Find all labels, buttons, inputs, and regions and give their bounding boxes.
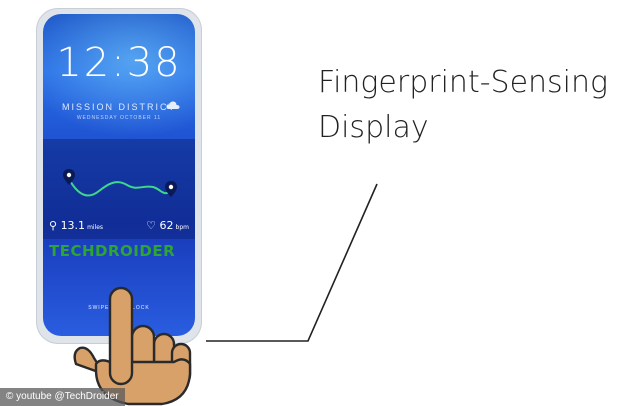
pointing-hand-icon <box>73 286 192 406</box>
route-line <box>68 178 172 197</box>
heart-icon: ♡ <box>146 219 157 232</box>
heart-rate-value: 62 <box>159 219 174 232</box>
screen-glow <box>43 14 195 144</box>
start-pin-icon <box>63 169 75 185</box>
location-label: MISSION DISTRICT <box>61 102 176 112</box>
callout-pointer-line <box>206 183 378 342</box>
callout-label: Fingerprint-Sensing Display <box>318 60 608 150</box>
cloud-icon <box>166 101 180 109</box>
source-credit: © youtube @TechDroider <box>0 388 125 406</box>
distance-value: 13.1 <box>60 219 86 232</box>
date-label: WEDNESDAY OCTOBER 11 <box>76 115 162 121</box>
callout-line-1: Fingerprint-Sensing <box>318 65 609 100</box>
copyright-icon: © <box>6 391 14 402</box>
clock-time: 12:38 <box>56 40 182 86</box>
phone-screen: 12:38 MISSION DISTRICT WEDNESDAY OCTOBER… <box>43 14 195 336</box>
end-pin-icon <box>165 181 177 197</box>
techdroider-watermark: TECHDROIDER <box>49 242 176 260</box>
bike-icon: ⚲ <box>49 219 58 232</box>
distance-unit: miles <box>87 224 104 231</box>
credit-text: youtube @TechDroider <box>16 391 119 402</box>
callout-line-2: Display <box>318 110 429 145</box>
route-map <box>63 169 177 197</box>
heart-rate-unit: bpm <box>175 224 189 231</box>
